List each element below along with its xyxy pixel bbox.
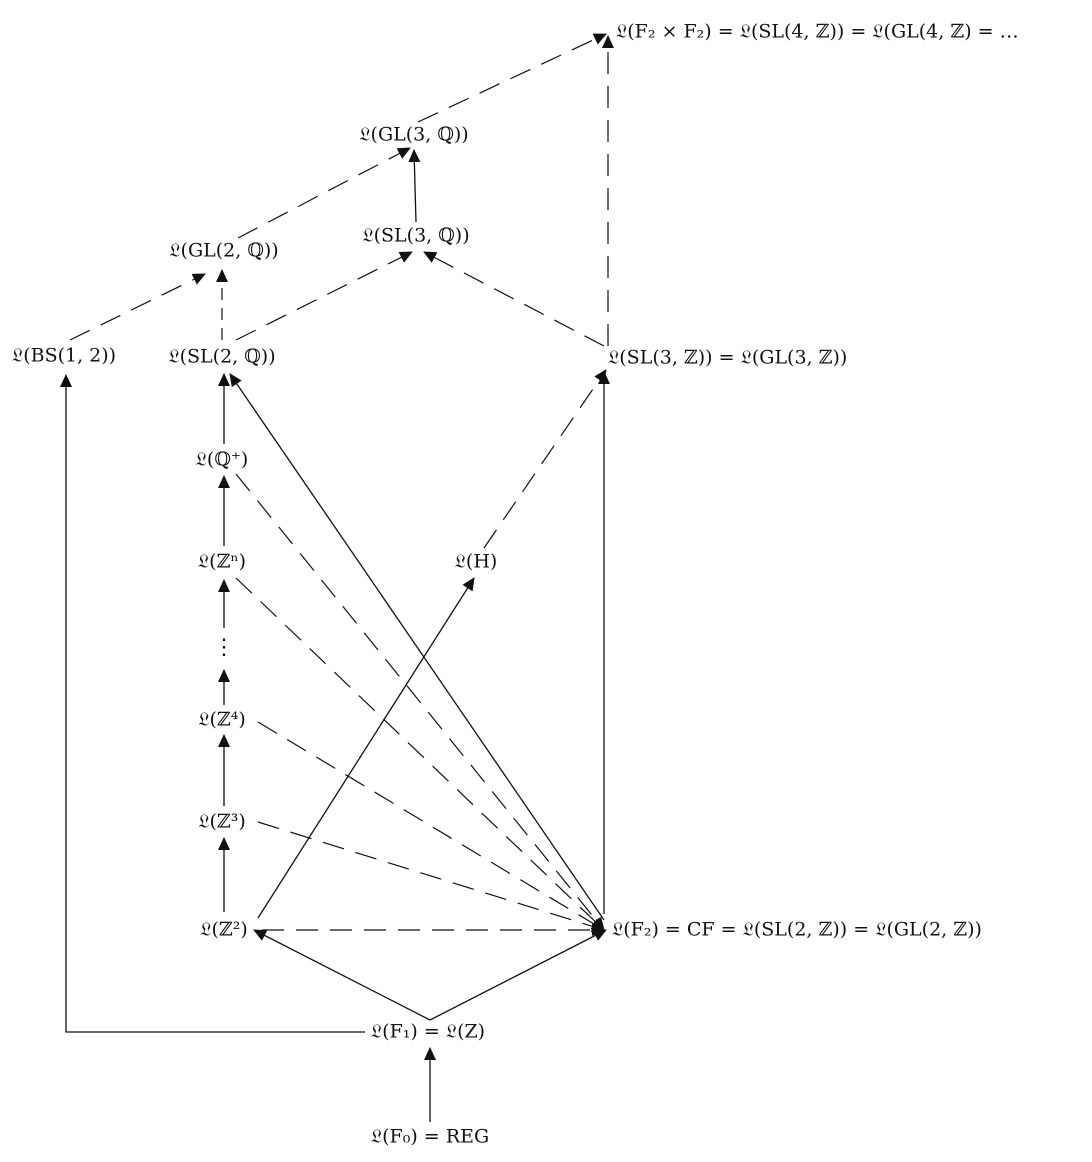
edge-zn-to-f2-dashed xyxy=(235,577,605,931)
edge-qplus-to-f2-dashed xyxy=(235,473,605,931)
node-f2-cf: 𝔏(F₂) = CF = 𝔏(SL(2, ℤ)) = 𝔏(GL(2, ℤ)) xyxy=(610,918,984,942)
edge-f1-to-bs12 xyxy=(60,374,365,1033)
node-f2xf2: 𝔏(F₂ × F₂) = 𝔏(SL(4, ℤ)) = 𝔏(GL(4, ℤ) = … xyxy=(614,20,1021,44)
node-gl2q: 𝔏(GL(2, ℚ)) xyxy=(167,239,281,263)
node-f1-z: 𝔏(F₁) = 𝔏(Z) xyxy=(368,1020,488,1044)
edge-sl2q-to-sl3q-dashed xyxy=(235,251,413,341)
node-sl2q: 𝔏(SL(2, ℚ)) xyxy=(166,345,278,369)
node-bs12: 𝔏(BS(1, 2)) xyxy=(9,344,119,368)
node-q-plus: 𝔏(ℚ⁺) xyxy=(193,448,251,472)
node-heis: 𝔏(H) xyxy=(452,550,500,574)
edge-f1-to-z2 xyxy=(253,929,431,1021)
node-sl3z: 𝔏(SL(3, ℤ)) = 𝔏(GL(3, ℤ)) xyxy=(606,346,850,370)
edge-gl3q-to-f2xf2-dashed xyxy=(417,33,607,123)
edge-f1-to-f2 xyxy=(429,929,607,1021)
edge-bs12-to-gl2q-dashed xyxy=(69,273,206,341)
node-gl3q: 𝔏(GL(3, ℚ)) xyxy=(357,123,471,147)
edge-z2-to-heis xyxy=(257,577,475,919)
node-f0-reg: 𝔏(F₀) = REG xyxy=(368,1125,492,1149)
node-vdots: ⋮ xyxy=(210,636,238,659)
node-sl3q: 𝔏(SL(3, ℚ)) xyxy=(360,224,472,248)
edge-sl3z-to-sl3q-dashed xyxy=(423,251,605,347)
edge-f2-to-sl2q xyxy=(229,373,605,921)
node-z2: 𝔏(ℤ²) xyxy=(198,918,250,942)
node-z4: 𝔏(ℤ⁴) xyxy=(196,708,248,732)
edge-z4-to-f2-dashed xyxy=(257,721,605,931)
edge-sl3q-to-gl3q xyxy=(408,149,421,223)
node-z3: 𝔏(ℤ³) xyxy=(196,810,248,834)
edge-heis-to-sl3z-dashed xyxy=(483,369,607,549)
edge-z3-to-f2-dashed xyxy=(257,821,605,933)
node-zn: 𝔏(ℤⁿ) xyxy=(195,550,249,574)
